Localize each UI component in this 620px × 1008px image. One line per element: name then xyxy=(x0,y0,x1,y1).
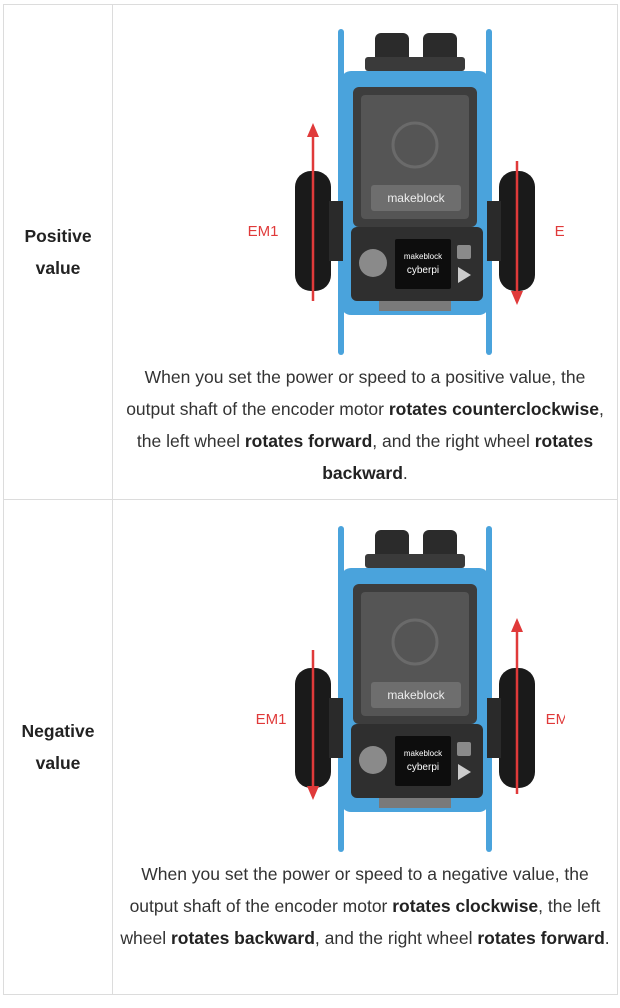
em2-label: EM2 xyxy=(546,711,565,728)
cyberpi-button-a xyxy=(457,245,471,259)
description-negative: When you set the power or speed to a neg… xyxy=(120,858,610,954)
screen-product-text: cyberpi xyxy=(407,762,439,773)
em2-label: EM2 xyxy=(555,223,565,240)
desc-bold-1: rotates counterclockwise xyxy=(389,399,599,419)
motor-direction-table: Positive value xyxy=(3,4,618,995)
cyberpi-screen xyxy=(395,736,451,786)
arrow-down-icon xyxy=(511,291,523,305)
row-label-positive: Positive value xyxy=(4,5,113,500)
arrow-up-icon xyxy=(511,618,523,632)
desc-bold-1: rotates clockwise xyxy=(392,896,538,916)
desc-text-4: . xyxy=(403,463,408,483)
desc-text-3: , and the right wheel xyxy=(372,431,534,451)
right-motor-hub xyxy=(487,201,501,261)
screen-product-text: cyberpi xyxy=(407,265,439,276)
ultrasonic-mount xyxy=(365,57,465,71)
row-content-positive: makeblock makeblock cyberpi xyxy=(113,5,618,500)
left-motor-hub xyxy=(329,698,343,758)
row-label-line2: value xyxy=(4,747,112,779)
cyberpi-joystick xyxy=(359,249,387,277)
description-positive: When you set the power or speed to a pos… xyxy=(120,361,610,489)
left-motor-hub xyxy=(329,201,343,261)
arrow-down-icon xyxy=(307,786,319,800)
row-label-negative: Negative value xyxy=(4,500,113,995)
row-content-negative: makeblock makeblock cyberpi EM1 EM2 xyxy=(113,500,618,995)
screen-brand-text: makeblock xyxy=(404,252,443,261)
row-label-line2: value xyxy=(4,252,112,284)
chassis-bottom xyxy=(379,301,451,311)
table-row-positive: Positive value xyxy=(4,5,618,500)
module-brand-text: makeblock xyxy=(387,191,445,205)
chassis-bottom xyxy=(379,798,451,808)
robot-figure-positive: makeblock makeblock cyberpi xyxy=(165,5,565,361)
module-brand-text: makeblock xyxy=(387,688,445,702)
row-label-line1: Negative xyxy=(4,715,112,747)
desc-text-3: , and the right wheel xyxy=(315,928,477,948)
em1-label: EM1 xyxy=(256,711,287,728)
desc-bold-2: rotates backward xyxy=(171,928,315,948)
robot-figure-negative: makeblock makeblock cyberpi EM1 EM2 xyxy=(165,500,565,858)
ultrasonic-mount xyxy=(365,554,465,568)
arrow-up-icon xyxy=(307,123,319,137)
table-row-negative: Negative value xyxy=(4,500,618,995)
em1-label: EM1 xyxy=(248,223,279,240)
desc-text-4: . xyxy=(605,928,610,948)
cyberpi-screen xyxy=(395,239,451,289)
desc-bold-2: rotates forward xyxy=(245,431,372,451)
right-motor-hub xyxy=(487,698,501,758)
cyberpi-joystick xyxy=(359,746,387,774)
cyberpi-button-a xyxy=(457,742,471,756)
row-label-line1: Positive xyxy=(4,220,112,252)
screen-brand-text: makeblock xyxy=(404,749,443,758)
desc-bold-3: rotates forward xyxy=(477,928,604,948)
